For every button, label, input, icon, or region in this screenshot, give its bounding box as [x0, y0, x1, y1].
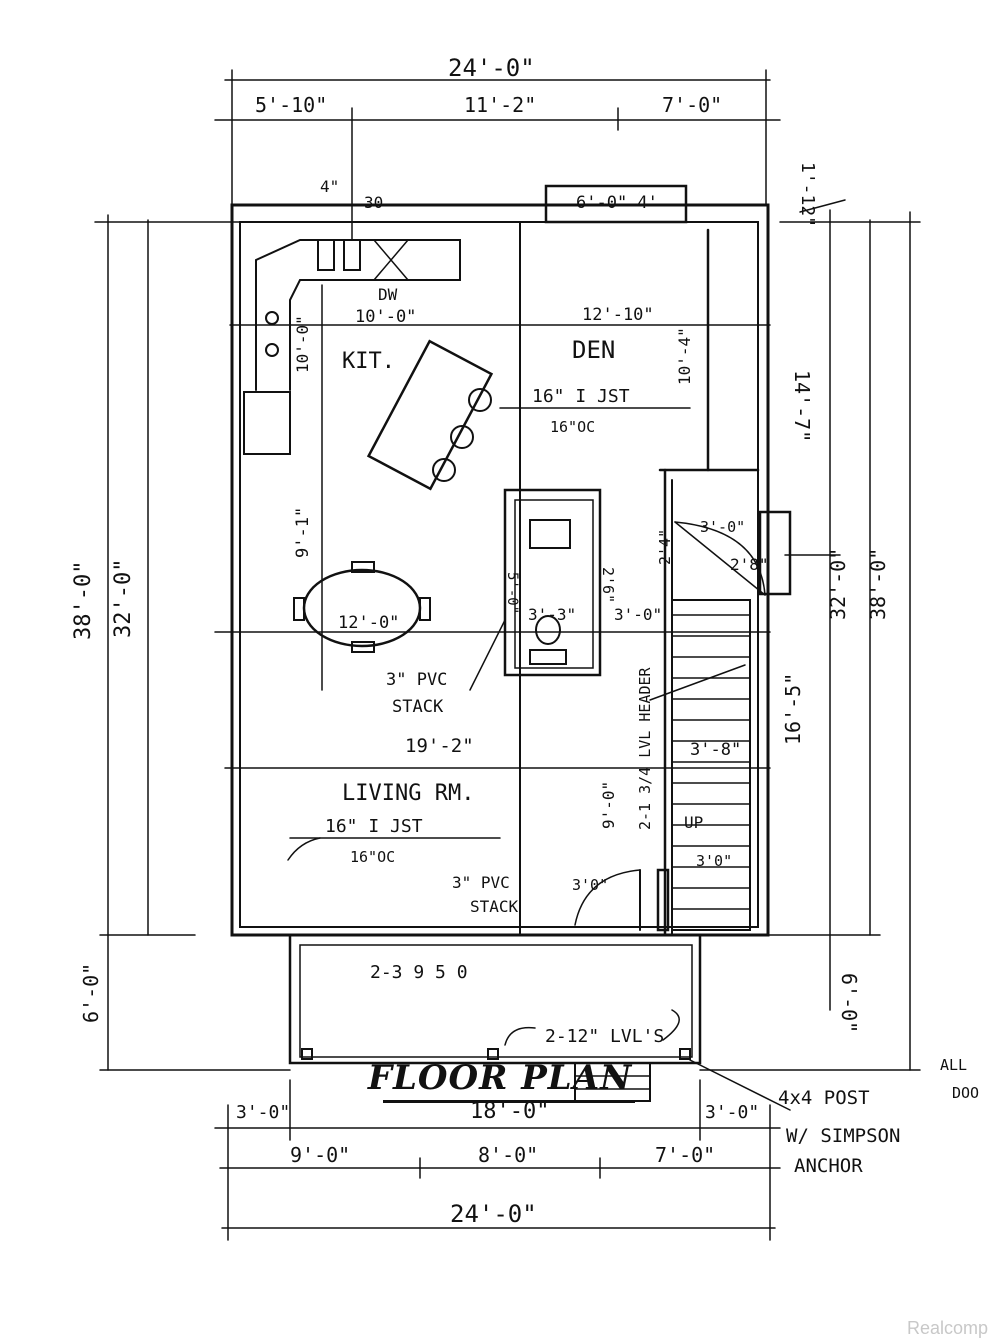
dim-right-inner: 32'-0" — [826, 548, 850, 620]
note-joist-liv-oc: 16"OC — [350, 848, 395, 866]
note-lvl-header: 2-1 3/4 LVL HEADER — [636, 666, 654, 830]
page-title: FLOOR PLAN — [367, 1058, 633, 1098]
note-lvl-beam: 2-12" LVL'S — [545, 1026, 664, 1047]
dim-bottom-a: 9'-0" — [290, 1143, 350, 1167]
interior-walls — [503, 221, 760, 937]
note-kit-w: 10'-0" — [355, 307, 416, 327]
dim-bottom-right-small: 3'-0" — [705, 1102, 759, 1123]
note-bath-33: 3'-3" — [528, 605, 576, 624]
note-den-h: 10'-4" — [675, 327, 694, 385]
note-kit-dim-v: 9'-1" — [293, 507, 313, 558]
dim-bottom-left-small: 3'-0" — [236, 1102, 290, 1123]
note-door-30: 3'-0" — [700, 518, 745, 536]
dim-right-upper: 14'-7" — [790, 370, 814, 442]
dim-bottom-c: 7'-0" — [655, 1143, 715, 1167]
note-den-w: 12'-10" — [582, 305, 654, 325]
dimension-lines — [94, 69, 921, 1241]
title-underline — [383, 1100, 635, 1103]
door-swings — [574, 521, 766, 932]
dim-left-porch: 6'-0" — [79, 963, 103, 1023]
note-stack1: 3" PVC — [386, 670, 447, 690]
note-bath-25: 2'6" — [599, 567, 617, 603]
note-post2: W/ SIMPSON — [786, 1125, 900, 1147]
reference-lines — [214, 284, 771, 861]
exterior-walls — [230, 184, 792, 937]
room-den: DEN — [572, 336, 615, 364]
plan-notes: 6'-0" 4' 4" 30 DW 10'-0" 10'-0" 12'-10" … — [293, 177, 979, 1177]
porch — [288, 933, 702, 1102]
note-stack2: 3" PVC — [452, 873, 510, 892]
dim-bottom-mid-span: 18'-0" — [470, 1099, 549, 1124]
note-window-bottom: 2-3 9 5 0 — [370, 962, 468, 983]
note-stack1b: STACK — [392, 697, 444, 717]
dim-right-outer: 38'-0" — [866, 548, 890, 620]
dim-top-left: 5'-10" — [255, 93, 327, 117]
note-dining: 12'-0" — [338, 613, 399, 633]
note-joist-den-oc: 16"OC — [550, 418, 595, 436]
note-stair-38: 3'-8" — [690, 740, 741, 760]
note-joist-liv: 16" I JST — [325, 816, 423, 837]
note-door-24: 2'4" — [656, 529, 674, 565]
room-living: LIVING RM. — [342, 781, 474, 806]
dim-right-lower: 16'-5" — [781, 673, 805, 745]
dim-top-overall: 24'-0" — [448, 54, 535, 82]
note-cab-4: 4" — [320, 177, 339, 196]
dimension-labels: 24'-0" 5'-10" 11'-2" 7'-0" 1'-12" 38'-0"… — [71, 54, 890, 1228]
note-dw: DW — [378, 285, 398, 304]
dim-left-overall-outer: 38'-0" — [71, 561, 96, 640]
note-door-28: 2'8" — [730, 555, 769, 574]
note-post1: 4x4 POST — [778, 1087, 870, 1109]
note-kit-h: 10'-0" — [293, 315, 312, 373]
dim-right-porch: 6'-0" — [837, 973, 861, 1033]
dim-bottom-overall: 24'-0" — [450, 1200, 537, 1228]
note-edge1: ALL — [940, 1056, 967, 1074]
note-door-front: 3'0" — [572, 876, 608, 894]
note-cab-30: 30 — [364, 193, 383, 212]
dim-top-right: 7'-0" — [662, 93, 722, 117]
note-living-w: 19'-2" — [405, 735, 474, 757]
room-kitchen: KIT. — [342, 349, 395, 374]
note-stair-90: 9'-0" — [599, 781, 618, 829]
note-joist-den: 16" I JST — [532, 386, 630, 407]
stairs — [649, 599, 751, 931]
note-edge2: DOO — [952, 1084, 979, 1102]
note-stair-up: UP — [684, 813, 703, 832]
note-stack2b: STACK — [470, 897, 519, 916]
note-post3: ANCHOR — [794, 1155, 863, 1177]
note-bath-30: 3'-0" — [614, 605, 662, 624]
note-bath-5: 5'-0" — [504, 572, 520, 614]
dim-bottom-b: 8'-0" — [478, 1143, 538, 1167]
dim-right-small: 1'-12" — [797, 162, 818, 227]
dim-left-overall-inner: 32'-0" — [111, 559, 136, 638]
note-stair-3: 3'0" — [696, 852, 732, 870]
kitchen-fixtures — [243, 239, 494, 653]
dim-top-mid: 11'-2" — [464, 93, 536, 117]
room-labels: KIT. DEN LIVING RM. — [342, 336, 615, 806]
watermark-logo: Realcomp — [906, 1318, 988, 1338]
note-window-top: 6'-0" 4' — [576, 193, 658, 213]
